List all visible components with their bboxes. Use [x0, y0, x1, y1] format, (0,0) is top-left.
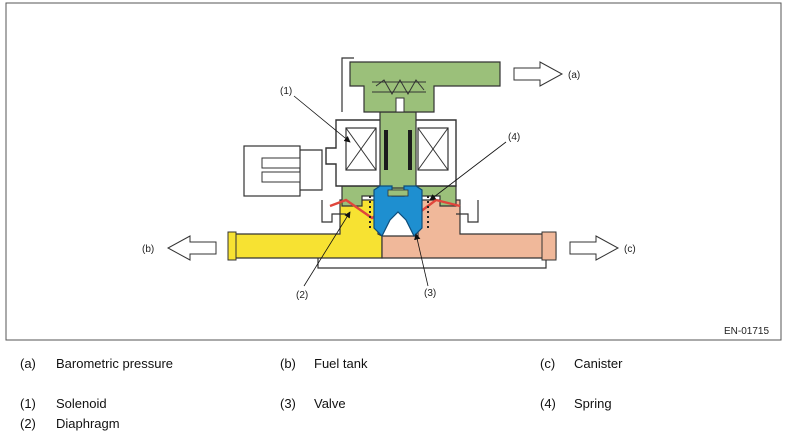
arrow-b: [166, 235, 217, 261]
legend-text: Diaphragm: [56, 416, 120, 431]
right-pipe-ring: [541, 231, 557, 261]
legend-key: (a): [20, 356, 36, 371]
legend-key: (b): [280, 356, 296, 371]
legend: (a) Barometric pressure (b) Fuel tank (c…: [20, 356, 623, 431]
leader-2: [303, 211, 351, 287]
callout-4: (4): [508, 132, 520, 143]
flange: [321, 200, 479, 223]
legend-text: Canister: [574, 356, 623, 371]
arrow-a: [513, 61, 564, 87]
callout-2: (2): [296, 290, 308, 301]
electrical-connector: [243, 145, 323, 197]
callout-3: (3): [424, 288, 436, 299]
figure-code: EN-01715: [724, 326, 769, 337]
leader-4: [429, 141, 507, 201]
legend-text: Solenoid: [56, 396, 107, 411]
arrow-c: [569, 235, 620, 261]
legend-key: (1): [20, 396, 36, 411]
atmosphere-tube: [349, 61, 501, 113]
legend-text: Valve: [314, 396, 346, 411]
legend-text: Barometric pressure: [56, 356, 173, 371]
callout-a: (a): [568, 70, 580, 81]
callout-c: (c): [624, 244, 636, 255]
legend-key: (3): [280, 396, 296, 411]
left-pipe-ring: [227, 231, 237, 261]
legend-text: Fuel tank: [314, 356, 368, 371]
legend-key: (c): [540, 356, 555, 371]
legend-text: Spring: [574, 396, 612, 411]
leader-1: [293, 95, 351, 143]
legend-key: (2): [20, 416, 36, 431]
callout-1: (1): [280, 86, 292, 97]
leader-3: [414, 233, 429, 287]
callout-b: (b): [142, 244, 154, 255]
legend-key: (4): [540, 396, 556, 411]
